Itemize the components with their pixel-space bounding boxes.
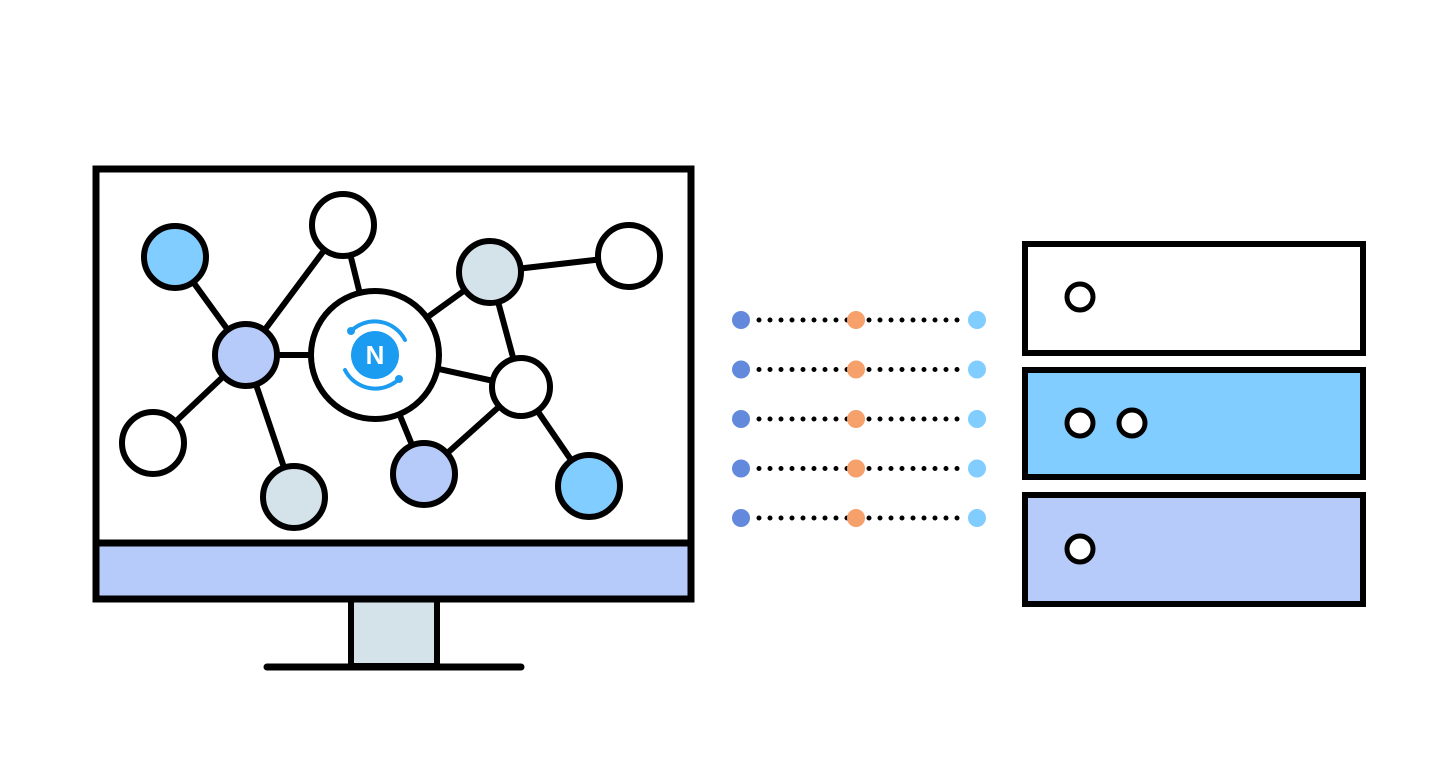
endpoint-dot-light [968,459,986,478]
network-hub-logo-icon: N [343,319,407,391]
network-node [119,409,187,477]
connection-link [732,509,986,527]
midpoint-dot-orange [847,459,865,478]
server-rack [1022,241,1366,607]
network-node [260,463,328,531]
network-nodes [119,191,663,531]
midpoint-dot-orange [847,360,865,379]
logo-orbit-dot [395,375,403,383]
connection-link [732,360,986,379]
server-indicator-light [1116,407,1148,439]
connection-link [732,410,986,428]
server-indicator-light [1064,407,1096,439]
network-node [555,452,623,520]
server-indicator-light [1064,533,1096,565]
monitor-bezel [92,539,695,603]
network-node [456,238,524,306]
endpoint-dot-light [968,410,986,428]
endpoint-dot-light [968,360,986,379]
network-node [212,321,280,389]
logo-core [351,331,399,379]
network-node [309,191,377,259]
endpoint-dot-blue [732,360,750,379]
connection-link [732,459,986,478]
endpoint-dot-blue [732,311,750,329]
midpoint-dot-orange [847,410,865,428]
endpoint-dot-blue [732,410,750,428]
network-node [390,440,458,508]
server-indicator-light [1064,281,1096,313]
network-node [141,223,209,291]
connection-link [732,311,986,329]
monitor-stand-neck [348,595,440,669]
central-hub: N [308,288,442,422]
server-unit [1022,367,1366,480]
logo-orbit-arc [349,319,407,342]
endpoint-dot-light [968,509,986,527]
midpoint-dot-orange [847,509,865,527]
network-node [489,355,553,419]
server-unit [1022,492,1366,607]
midpoint-dot-orange [847,311,865,329]
connection-lines [732,311,986,527]
endpoint-dot-light [968,311,986,329]
network-node [595,222,663,290]
logo-orbit-dot [347,327,355,335]
endpoint-dot-blue [732,509,750,527]
logo-letter: N [366,340,385,370]
network-graph: N [119,191,663,531]
endpoint-dot-blue [732,459,750,478]
server-unit [1022,241,1366,356]
logo-orbit-arc [343,368,401,391]
